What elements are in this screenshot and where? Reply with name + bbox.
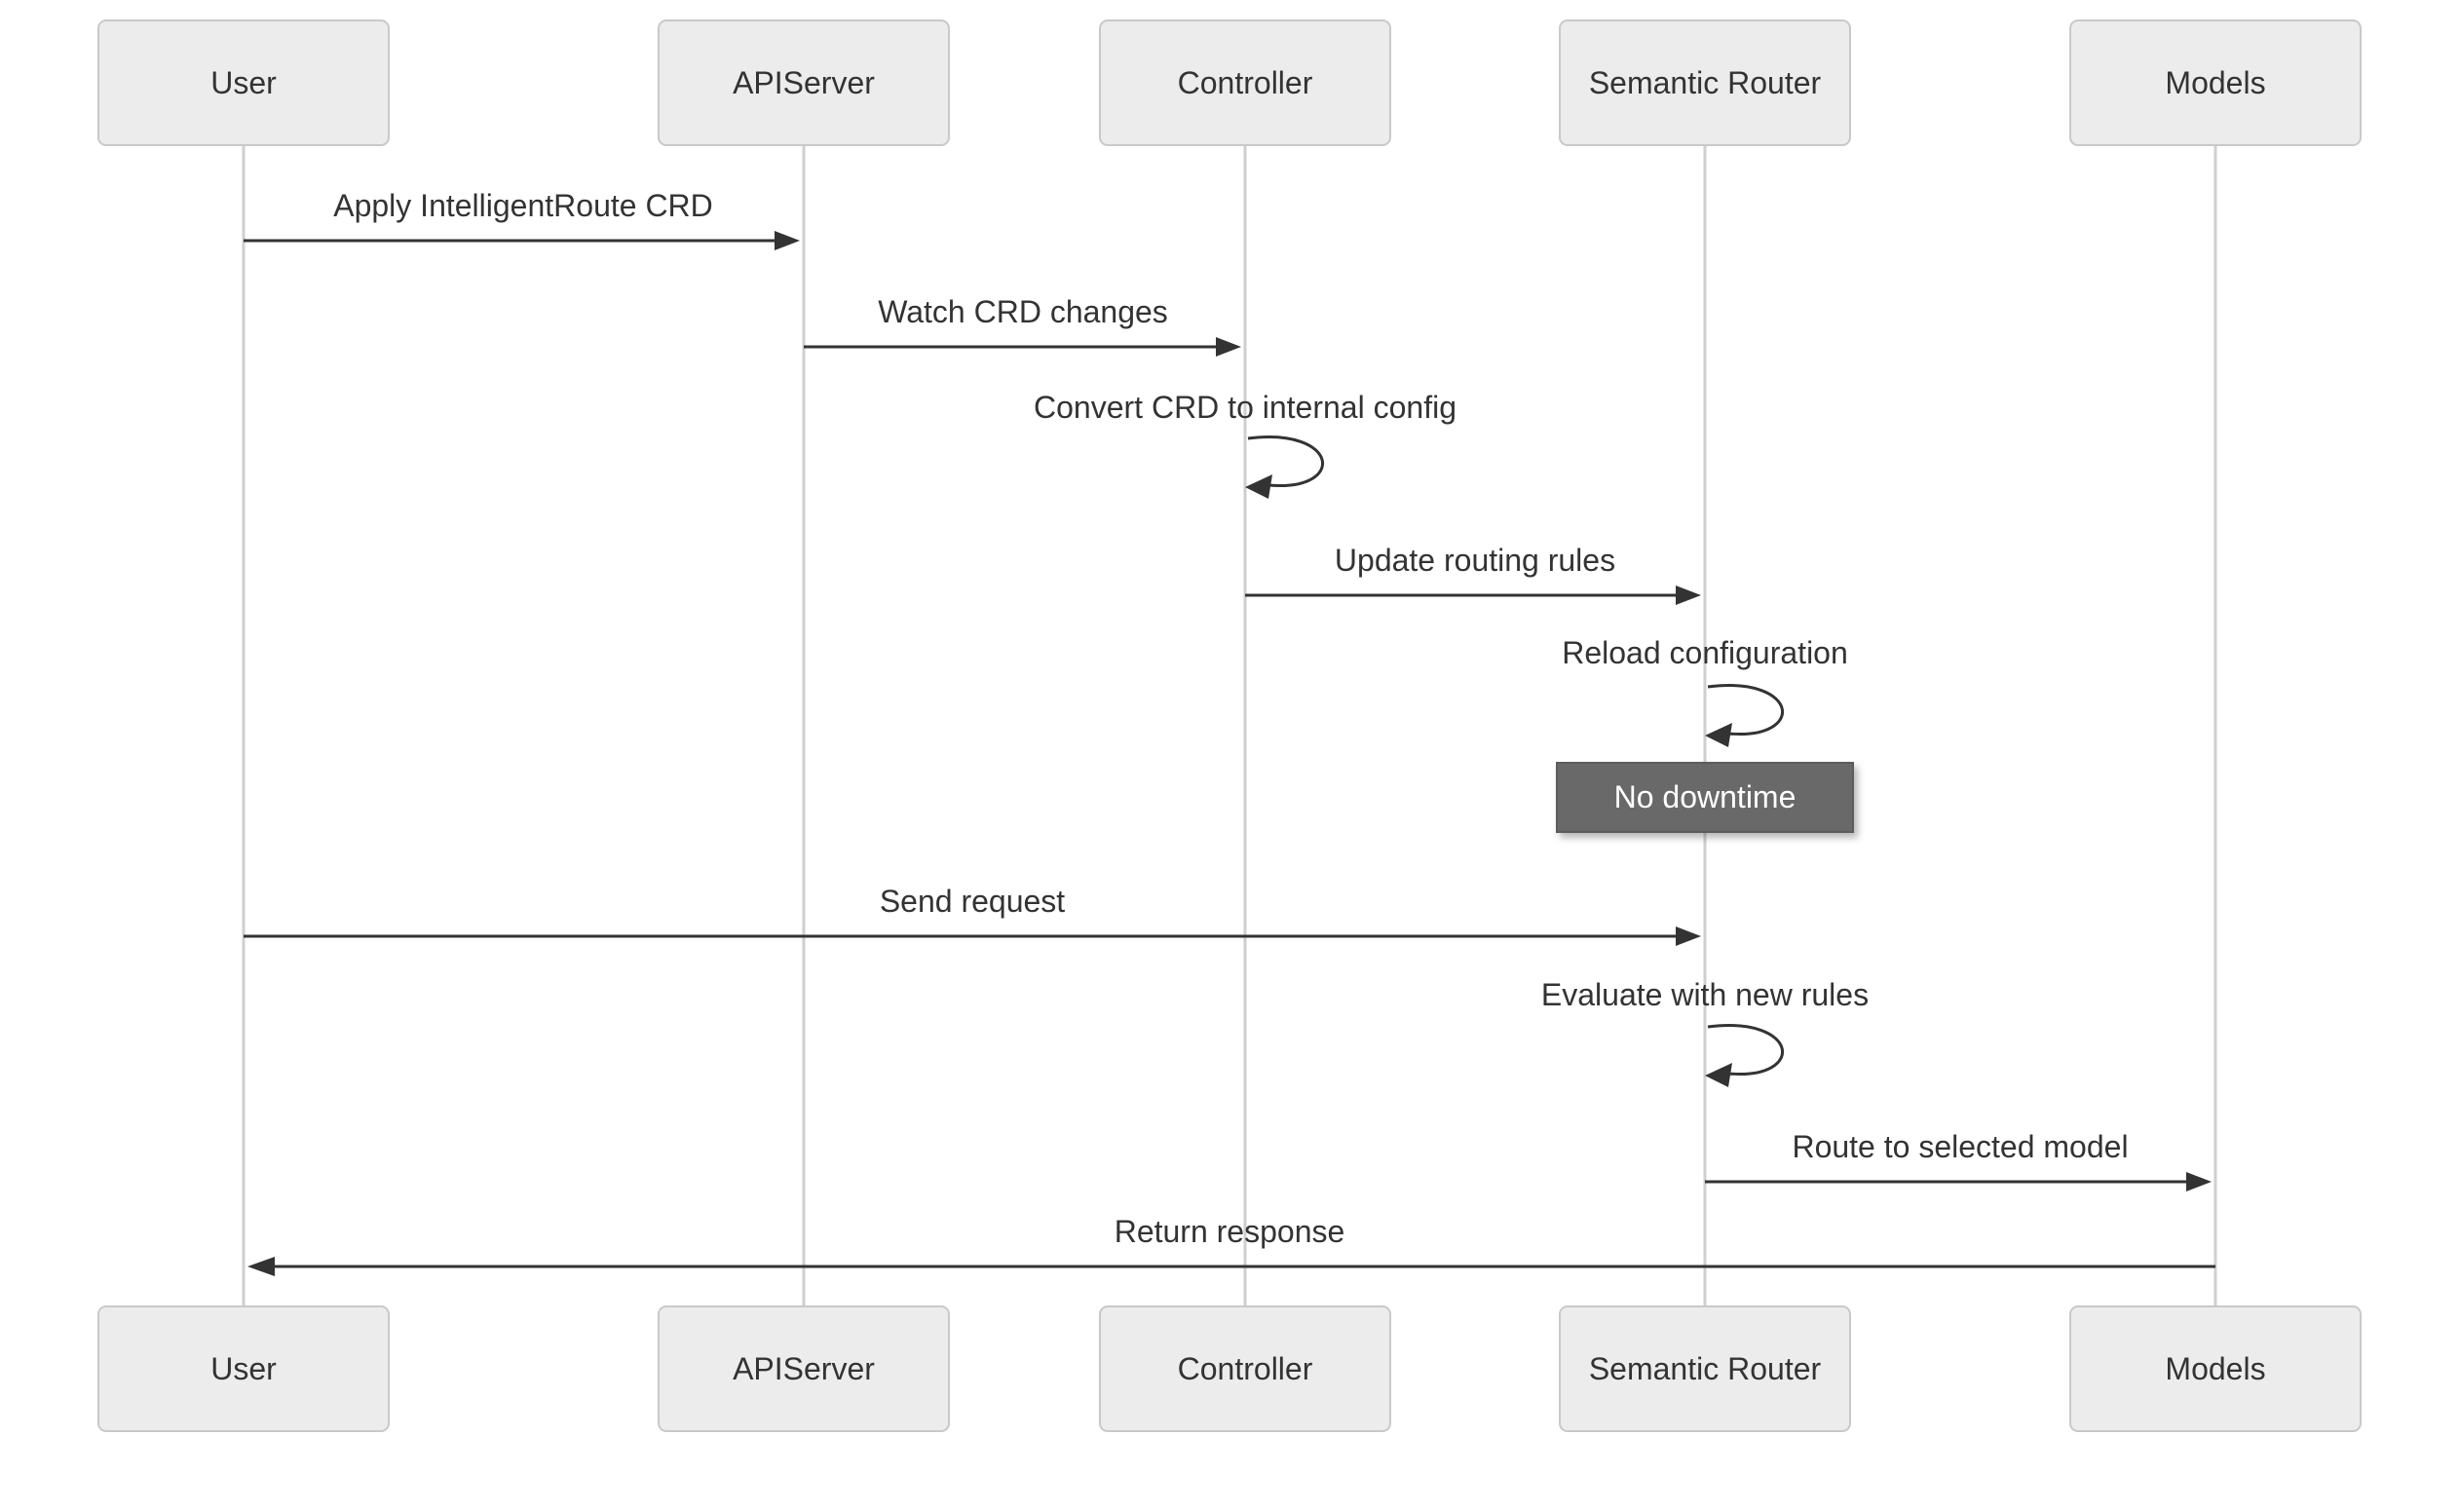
actor-top-semantic-router: Semantic Router	[1559, 19, 1851, 146]
actor-label: User	[210, 64, 277, 100]
actor-label: Controller	[1177, 1350, 1313, 1386]
note-label: No downtime	[1613, 779, 1797, 814]
message-label-return-response: Return response	[1114, 1214, 1345, 1249]
self-loop-convert-config	[1247, 435, 1324, 487]
arrowhead-right-icon	[775, 231, 800, 250]
arrowhead-right-icon	[2186, 1172, 2212, 1191]
actor-bottom-controller: Controller	[1099, 1305, 1391, 1432]
actor-label: APIServer	[733, 64, 875, 100]
actor-top-apiserver: APIServer	[658, 19, 950, 146]
arrowhead-left-icon	[1705, 1063, 1732, 1087]
arrowhead-right-icon	[1216, 337, 1241, 357]
actor-bottom-models: Models	[2069, 1305, 2362, 1432]
actor-label: APIServer	[733, 1350, 875, 1386]
message-label-convert-config: Convert CRD to internal config	[1034, 390, 1456, 425]
message-label-apply-crd: Apply IntelligentRoute CRD	[333, 188, 713, 223]
actor-bottom-apiserver: APIServer	[658, 1305, 950, 1432]
note-no-downtime: No downtime	[1556, 762, 1854, 833]
actor-label: Controller	[1177, 64, 1313, 100]
actor-label: Semantic Router	[1588, 1350, 1822, 1386]
message-label-watch-crd: Watch CRD changes	[878, 294, 1168, 329]
actor-label: Models	[2165, 1350, 2266, 1386]
arrowhead-left-icon	[1705, 723, 1732, 747]
message-label-update-rules: Update routing rules	[1334, 543, 1616, 578]
self-loop-evaluate-rules	[1707, 1024, 1784, 1076]
actor-label: Models	[2165, 64, 2266, 100]
message-label-reload-config: Reload configuration	[1562, 635, 1848, 670]
self-loop-reload-config	[1707, 684, 1784, 736]
actor-label: User	[210, 1350, 277, 1386]
actor-label: Semantic Router	[1588, 64, 1822, 100]
actor-bottom-semantic-router: Semantic Router	[1559, 1305, 1851, 1432]
arrowhead-right-icon	[1676, 926, 1701, 946]
arrowhead-left-icon	[1245, 474, 1272, 499]
arrowhead-right-icon	[1676, 586, 1701, 605]
actor-top-controller: Controller	[1099, 19, 1391, 146]
arrowhead-left-icon	[247, 1257, 275, 1276]
actor-bottom-user: User	[97, 1305, 390, 1432]
actor-top-user: User	[97, 19, 390, 146]
message-label-route-model: Route to selected model	[1792, 1129, 2129, 1164]
message-label-send-request: Send request	[879, 884, 1066, 919]
actor-top-models: Models	[2069, 19, 2362, 146]
message-label-evaluate-rules: Evaluate with new rules	[1540, 977, 1870, 1012]
